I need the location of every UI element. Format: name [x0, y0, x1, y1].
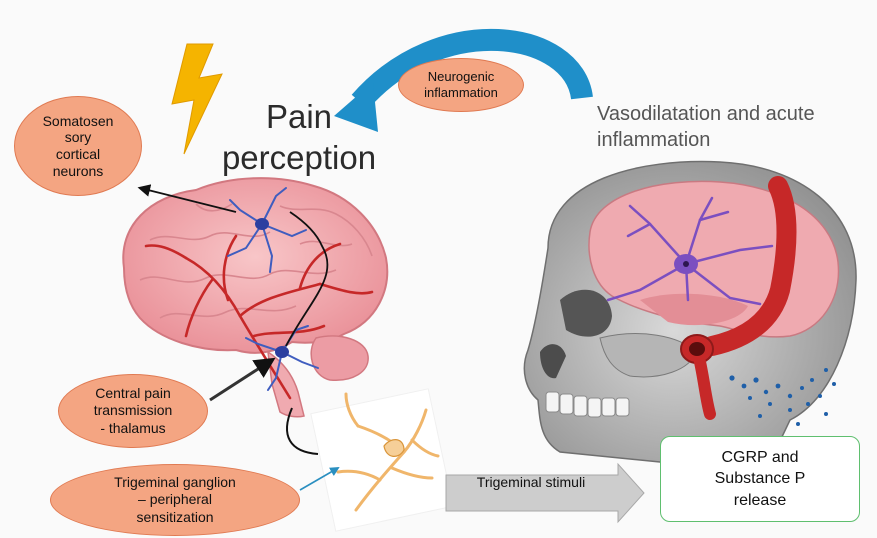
neurogenic-inflammation-label: Neurogenic inflammation: [424, 69, 498, 100]
somatosensory-oval: Somatosen sory cortical neurons: [14, 96, 142, 196]
trigeminal-ganglion-oval: Trigeminal ganglion – peripheral sensiti…: [50, 464, 300, 536]
trigeminal-stimuli-label: Trigeminal stimuli: [446, 474, 616, 490]
vasodilatation-title: Vasodilatation and acute inflammation: [597, 101, 867, 154]
trigeminal-stimuli-arrow: [446, 464, 644, 522]
neurogenic-inflammation-oval: Neurogenic inflammation: [398, 58, 524, 112]
cgrp-release-box: CGRP and Substance P release: [660, 436, 860, 522]
trigeminal-ganglion-label: Trigeminal ganglion – peripheral sensiti…: [114, 474, 236, 525]
somatosensory-label: Somatosen sory cortical neurons: [43, 113, 114, 179]
central-pain-oval: Central pain transmission - thalamus: [58, 374, 208, 448]
pain-perception-title: Pain perception: [204, 96, 394, 179]
cgrp-release-label: CGRP and Substance P release: [715, 447, 806, 512]
trigeminal-nerve-icon: [311, 389, 453, 531]
skull-illustration: [524, 162, 856, 470]
central-pain-label: Central pain transmission - thalamus: [94, 385, 173, 436]
